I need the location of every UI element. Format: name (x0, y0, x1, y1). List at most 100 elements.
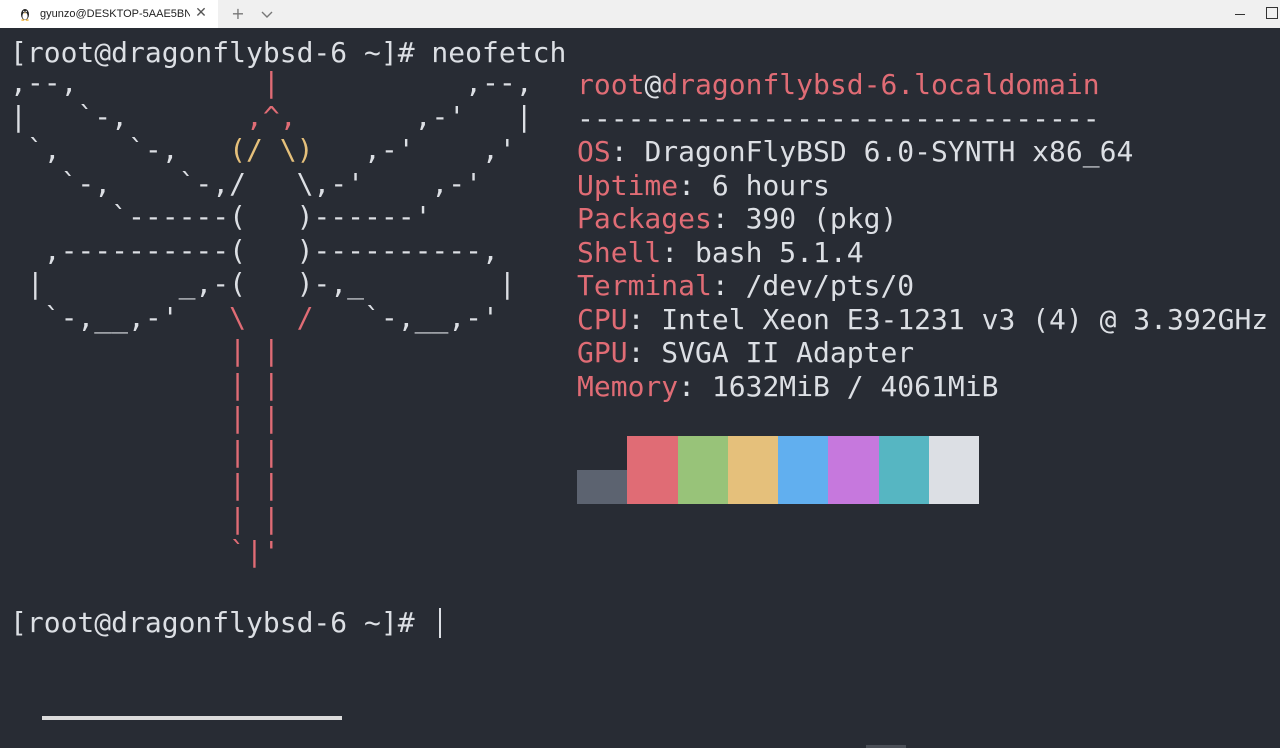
chevron-down-icon[interactable] (259, 5, 275, 23)
logo-segment: \ / (229, 300, 314, 334)
logo-segment (10, 468, 229, 501)
user-host-line: root@dragonflybsd-6.localdomain (577, 68, 1277, 102)
logo-segment (297, 100, 415, 133)
palette-swatch (577, 470, 628, 504)
info-row-packages: Packages: 390 (pkg) (577, 202, 1277, 236)
info-colon: : (627, 336, 662, 369)
info-key: CPU (577, 302, 628, 336)
logo-segment (179, 133, 230, 166)
logo-segment: | | (229, 367, 280, 401)
color-palette (577, 436, 979, 504)
linux-penguin-icon (21, 9, 29, 21)
logo-line: | | (10, 502, 280, 535)
logo-line: | | (10, 368, 280, 401)
info-separator: ------------------------------- (577, 101, 1100, 135)
command-line: [root@dragonflybsd-6 ~]# neofetch (10, 36, 567, 69)
info-row-cpu: CPU: Intel Xeon E3-1231 v3 (4) @ 3.392GH… (577, 303, 1277, 337)
info-at: @ (644, 68, 662, 101)
logo-segment: ,-' ,' (364, 133, 516, 166)
logo-line: ,--, | ,--, (10, 66, 533, 99)
final-prompt-line[interactable]: [root@dragonflybsd-6 ~]# (10, 606, 442, 640)
info-key: GPU (577, 336, 628, 369)
logo-segment: ,--, (10, 66, 78, 99)
info-row-os: OS: DragonFlyBSD 6.0-SYNTH x86_64 (577, 135, 1277, 169)
logo-segment: (/ \) (229, 133, 314, 166)
final-prompt: [root@dragonflybsd-6 ~]# (10, 606, 432, 639)
logo-line: | | (10, 401, 280, 434)
logo-segment: ,^, (246, 99, 297, 133)
logo-segment (10, 368, 229, 401)
logo-line: `, `-, (/ \) ,-' ,' (10, 133, 516, 166)
info-user: root (577, 68, 645, 101)
close-tab-icon[interactable]: ✕ (195, 5, 207, 21)
logo-line: | | (10, 435, 280, 468)
palette-swatch (778, 436, 829, 504)
info-colon: : (678, 168, 712, 202)
logo-line: `-,__,-' \ / `-,__,-' (10, 301, 499, 334)
logo-segment: ,----------( )----------, (10, 233, 499, 267)
system-info: root@dragonflybsd-6.localdomain --------… (577, 68, 1277, 403)
logo-segment (10, 535, 229, 568)
logo-segment (10, 502, 229, 535)
palette-swatch (627, 436, 678, 504)
logo-line: `-, `-,/ \,-' ,-' (10, 167, 482, 200)
info-value: Intel Xeon E3-1231 v3 (4) @ 3.392GHz (661, 302, 1269, 336)
logo-line: `------( )------' (10, 200, 431, 233)
new-tab-button[interactable]: + (231, 4, 245, 23)
terminal-body[interactable]: [root@dragonflybsd-6 ~]# neofetch ,--, |… (0, 28, 1280, 748)
logo-line: `|' (10, 535, 280, 568)
info-row-gpu: GPU: SVGA II Adapter (577, 336, 1277, 370)
logo-segment (313, 133, 364, 166)
info-colon: : (661, 235, 696, 269)
logo-line: | | (10, 468, 280, 501)
info-value: SVGA II Adapter (661, 336, 915, 369)
scrollbar[interactable] (42, 716, 342, 720)
logo-segment: | | (229, 401, 280, 434)
maximize-button[interactable] (1262, 4, 1280, 24)
minimize-button[interactable] (1226, 4, 1254, 24)
info-row-uptime: Uptime: 6 hours (577, 169, 1277, 203)
logo-segment: `|' (229, 535, 280, 568)
logo-line: ,----------( )----------, (10, 234, 499, 267)
terminal-tab[interactable]: gyunzo@DESKTOP-5AAE5BN: (0, 0, 218, 28)
logo-segment: | | (229, 468, 280, 501)
info-row-shell: Shell: bash 5.1.4 (577, 236, 1277, 270)
info-key: Shell (577, 235, 662, 269)
logo-segment: `------( )------' (10, 200, 432, 233)
info-value: 1632MiB / 4061MiB (711, 369, 999, 403)
logo-line: | `-, ,^, ,-' | (10, 100, 533, 133)
info-colon: : (610, 135, 645, 168)
info-value: bash 5.1.4 (695, 235, 864, 269)
logo-segment: | _,-( )-,_ | (10, 267, 516, 300)
info-colon: : (711, 202, 746, 235)
info-value: 390 (pkg) (745, 202, 898, 235)
info-row-memory: Memory: 1632MiB / 4061MiB (577, 370, 1277, 404)
info-host: dragonflybsd-6.localdomain (661, 68, 1100, 101)
logo-line: | _,-( )-,_ | (10, 267, 516, 300)
text-cursor (439, 608, 442, 638)
info-colon: : (627, 302, 662, 336)
logo-segment: | | (229, 434, 280, 468)
logo-segment: | | (229, 334, 280, 367)
info-colon: : (711, 269, 746, 302)
info-value: 6 hours (711, 168, 830, 202)
logo-segment: | | (229, 501, 280, 535)
palette-swatch (878, 436, 929, 504)
logo-segment (10, 401, 229, 434)
info-colon: : (678, 369, 712, 403)
info-key: Packages (577, 202, 712, 235)
logo-segment (10, 334, 229, 367)
logo-segment: ,-' | (414, 99, 533, 133)
tab-title: gyunzo@DESKTOP-5AAE5BN: (40, 8, 190, 20)
palette-swatch (677, 436, 728, 504)
palette-swatch (928, 436, 979, 504)
logo-segment: `-,__,-' (10, 300, 230, 334)
dragonfly-ascii-logo: ,--, | ,--, | `-, ,^, ,-' | `, `-, (/ \)… (10, 66, 533, 569)
logo-segment: `-, `-,/ \,-' ,-' (10, 166, 483, 200)
info-key: Terminal (577, 269, 712, 302)
info-key: OS (577, 135, 611, 168)
title-bar: gyunzo@DESKTOP-5AAE5BN: ✕ + (0, 0, 1280, 28)
logo-segment: | (262, 66, 280, 99)
logo-line: | | (10, 334, 280, 367)
logo-segment (77, 66, 262, 99)
